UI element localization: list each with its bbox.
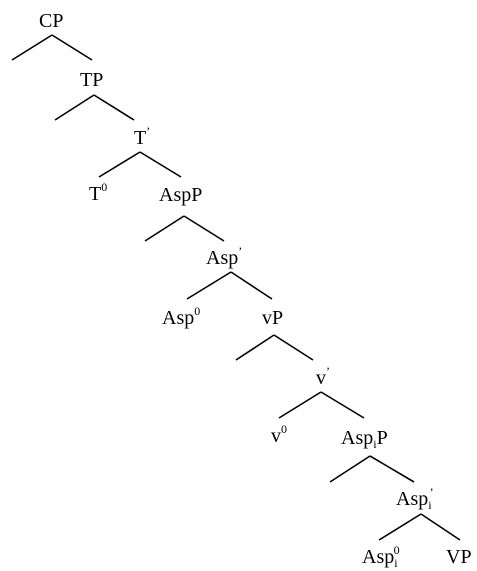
edge-aspibar-vp — [420, 513, 461, 541]
edge-aspbar-vp-small — [230, 271, 273, 300]
node-cp: CP — [39, 10, 63, 32]
edge-aspibar-aspi0 — [378, 513, 422, 541]
node-aspbar: Asp’ — [206, 244, 242, 269]
node-asp0: Asp0 — [162, 304, 200, 329]
edge-tbar-aspp — [139, 151, 182, 178]
node-aspibar: Aspi’ — [396, 485, 434, 512]
edge-aspip-spec — [329, 455, 371, 483]
edge-tp-tbar — [93, 94, 135, 121]
node-tp: TP — [80, 69, 103, 91]
node-aspp: AspP — [159, 184, 202, 206]
node-aspi0: Aspi0 — [362, 543, 400, 570]
edge-vbar-aspip — [320, 391, 365, 419]
edge-aspp-spec — [144, 215, 185, 242]
edge-tbar-t0 — [98, 151, 141, 178]
node-vp-small: vP — [262, 307, 283, 329]
edge-cp-spec — [11, 34, 53, 61]
edge-vp-small-vbar — [273, 334, 314, 361]
node-vp: VP — [446, 546, 472, 568]
edge-aspip-aspibar — [369, 455, 415, 483]
edge-vp-small-spec — [235, 334, 275, 361]
node-v0: v0 — [271, 422, 287, 447]
node-t0: T0 — [89, 180, 107, 205]
edge-tp-spec — [54, 94, 95, 121]
node-aspip: AspiP — [341, 427, 388, 451]
edge-cp-tp — [51, 34, 93, 61]
edge-aspp-aspbar — [183, 215, 225, 242]
node-tbar: T’ — [134, 124, 150, 149]
edge-vbar-v0 — [278, 391, 322, 419]
node-vbar: v’ — [316, 364, 330, 389]
edge-aspbar-asp0 — [186, 271, 232, 300]
